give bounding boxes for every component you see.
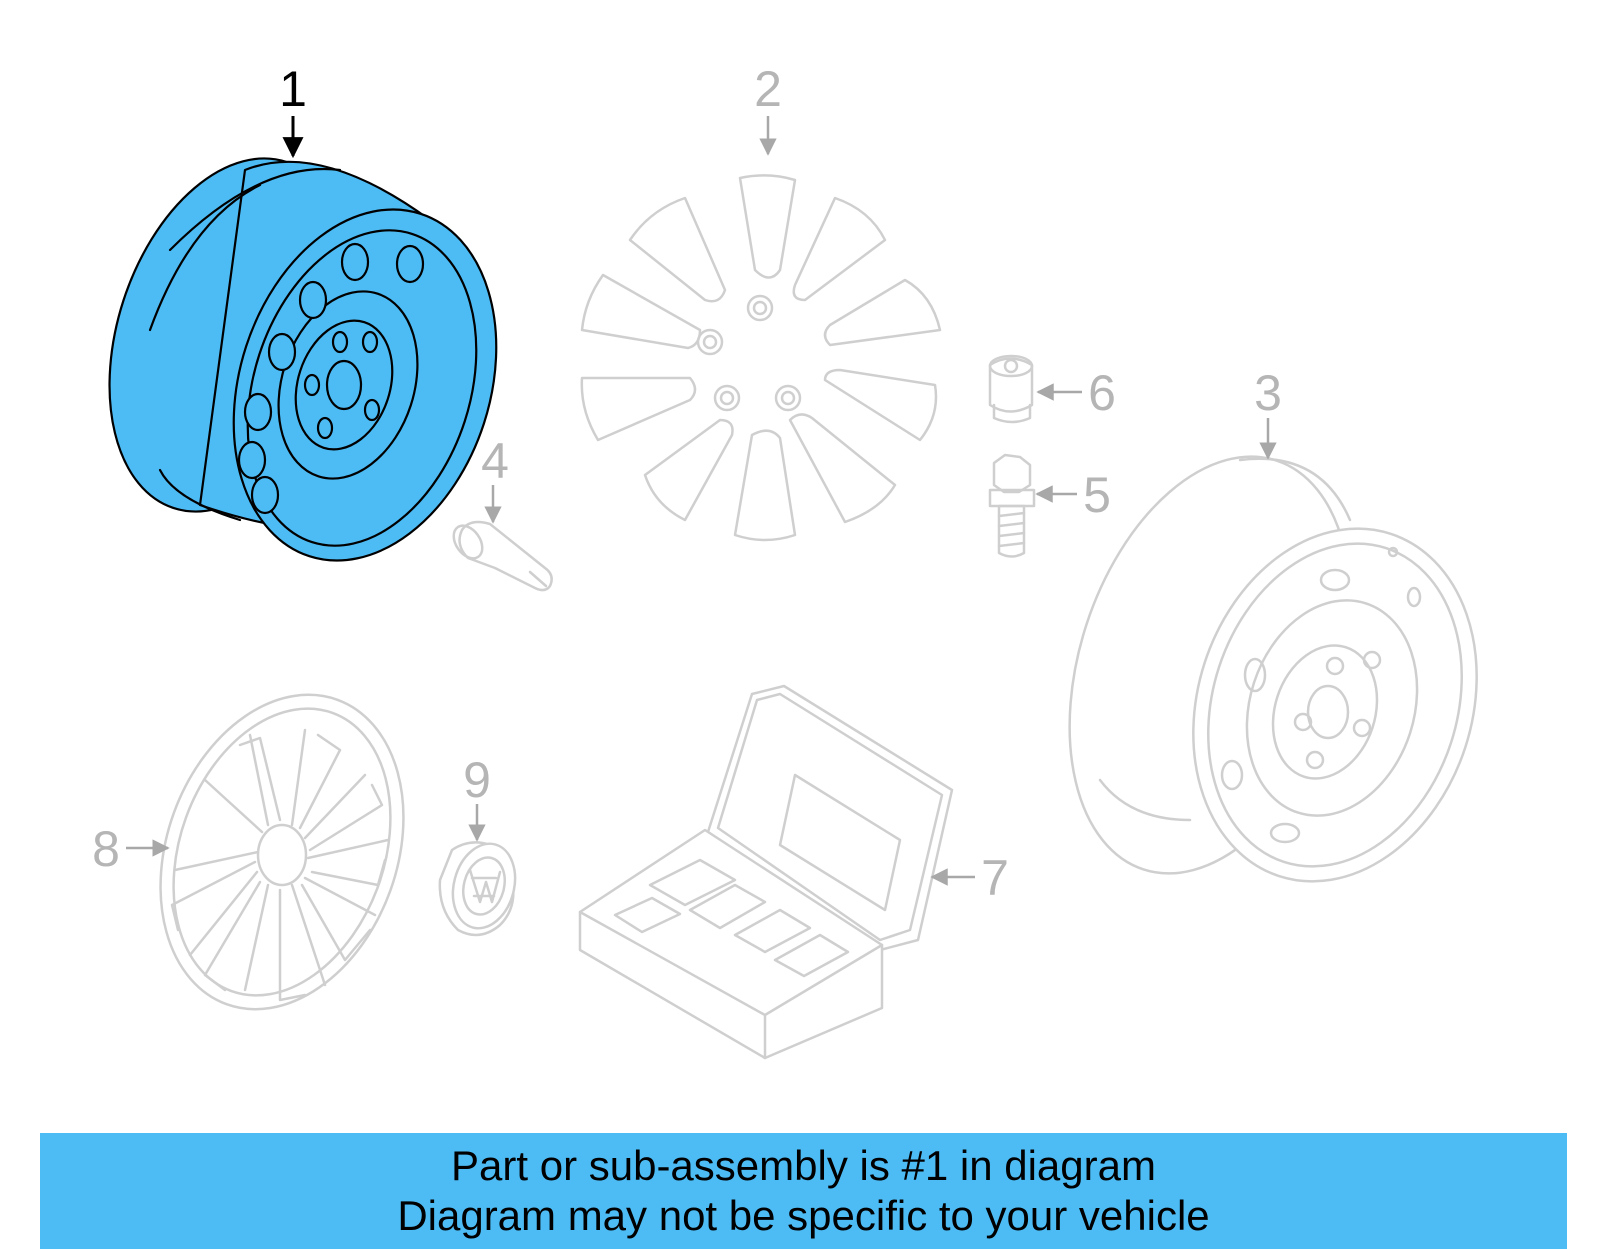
- callout-8-label: 8: [92, 821, 120, 877]
- callout-4-label: 4: [481, 433, 509, 489]
- part-3-spare-wheel[interactable]: [1020, 420, 1521, 918]
- part-9-center-cap[interactable]: [438, 837, 524, 937]
- callout-2-label: 2: [754, 61, 782, 117]
- callout-8: 8: [92, 821, 170, 877]
- callout-1: 1: [279, 61, 307, 159]
- callout-7-label: 7: [981, 850, 1009, 906]
- callout-3-label: 3: [1254, 365, 1282, 421]
- disclaimer-banner: Part or sub-assembly is #1 in diagram Di…: [40, 1133, 1567, 1249]
- callout-6-label: 6: [1088, 365, 1116, 421]
- callout-2: 2: [754, 61, 782, 156]
- part-6-lock-key[interactable]: [988, 354, 1034, 424]
- part-5-wheel-bolt[interactable]: [988, 453, 1036, 558]
- part-2-alloy-wheel[interactable]: [580, 174, 942, 542]
- callout-7: 7: [930, 850, 1009, 906]
- callout-4: 4: [481, 433, 509, 524]
- callout-3: 3: [1254, 365, 1282, 460]
- callout-9: 9: [463, 752, 491, 842]
- callout-9-label: 9: [463, 752, 491, 808]
- banner-part-note: Part or sub-assembly is #1 in diagram: [451, 1142, 1156, 1189]
- part-1-steel-wheel[interactable]: [67, 127, 539, 595]
- part-7-tool-case[interactable]: [578, 684, 954, 1060]
- banner-vehicle-disclaimer: Diagram may not be specific to your vehi…: [397, 1192, 1210, 1239]
- callout-6: 6: [1036, 365, 1116, 421]
- callout-5-label: 5: [1083, 467, 1111, 523]
- part-8-wheel-cover[interactable]: [119, 660, 446, 1043]
- callout-1-label: 1: [279, 61, 307, 117]
- part-4-valve-stem[interactable]: [448, 520, 553, 592]
- callout-5: 5: [1035, 467, 1111, 523]
